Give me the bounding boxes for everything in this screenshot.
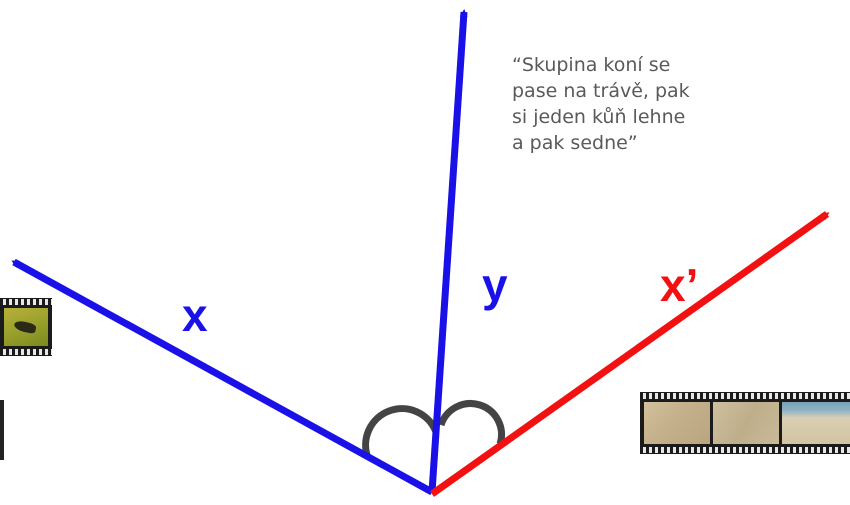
label-y: y (482, 262, 508, 308)
film-strip-thumbnail-right (640, 392, 850, 454)
film-perforation (0, 349, 52, 355)
horse-silhouette (13, 320, 37, 334)
vector-y (432, 12, 464, 492)
film-strip-thumbnail-left (0, 298, 52, 356)
edge-bar (0, 400, 4, 460)
film-frame (782, 402, 850, 444)
film-frame (713, 402, 779, 444)
film-perforation (0, 299, 52, 305)
film-perforation (640, 447, 850, 453)
film-frame (4, 308, 48, 346)
angle-arc-x-y (366, 409, 436, 458)
label-x: x (182, 292, 208, 338)
label-x-prime: x’ (660, 262, 698, 308)
vector-x (14, 262, 432, 492)
film-frame (644, 402, 710, 444)
video-description-caption: “Skupina koní se pase na trávě, pak si j… (512, 52, 752, 156)
film-perforation (640, 393, 850, 399)
angle-arc-y-xprime (441, 404, 501, 444)
